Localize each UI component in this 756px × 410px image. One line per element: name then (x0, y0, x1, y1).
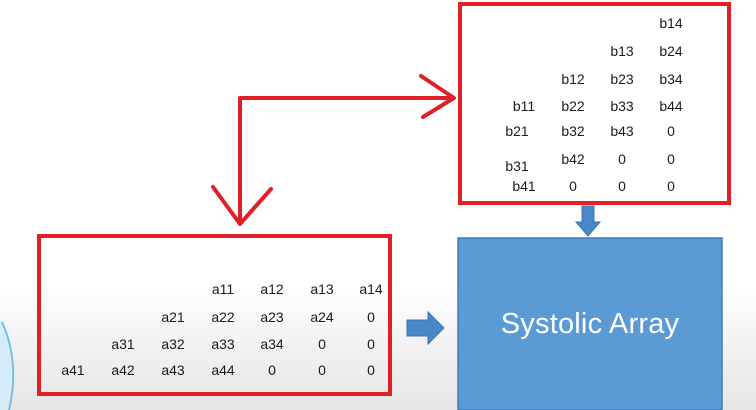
matrix_a-cell: a32 (161, 336, 185, 352)
matrix_a-cell: 0 (268, 362, 276, 378)
matrix_b-cell: b34 (659, 71, 683, 87)
matrix_b-cell: b22 (561, 98, 585, 114)
matrix_b-cell: 0 (618, 151, 626, 167)
matrix_a-cell: a24 (310, 309, 334, 325)
matrix_a-cell: 0 (367, 362, 375, 378)
matrix_a-cell: a43 (161, 362, 185, 378)
matrix_b-cell: b41 (512, 178, 536, 194)
matrix_a-cell: 0 (318, 362, 326, 378)
matrix_b-cell: 0 (569, 178, 577, 194)
matrix_a-cell: 0 (367, 309, 375, 325)
matrix_b-cell: b42 (561, 151, 585, 167)
matrix_a-cell: a44 (211, 362, 235, 378)
matrix_a-cell: a11 (211, 281, 235, 297)
matrix_a-cell: a33 (211, 336, 235, 352)
matrix_b-cell: b32 (561, 123, 585, 139)
decorative-arc-edge (1, 321, 15, 410)
matrix-b-frame (458, 2, 731, 205)
matrix_a-cell: 0 (367, 336, 375, 352)
matrix_b-cell: b24 (659, 43, 683, 59)
matrix_b-cell: b14 (659, 15, 683, 31)
matrix_a-cell: a14 (359, 281, 383, 297)
decorative-arc (0, 318, 11, 410)
red-connector-arrow (211, 74, 456, 226)
matrix_b-cell: b21 (505, 123, 529, 139)
matrix_b-cell: b12 (561, 71, 585, 87)
matrix_b-cell: b31 (505, 158, 529, 174)
matrix_a-cell: a22 (211, 309, 235, 325)
matrix_b-cell: 0 (667, 123, 675, 139)
matrix_a-cell: a41 (61, 362, 85, 378)
matrix-a-frame (37, 234, 392, 396)
matrix_a-cell: a21 (161, 309, 185, 325)
matrix_a-cell: 0 (318, 336, 326, 352)
matrix_a-cell: a23 (260, 309, 284, 325)
matrix_b-cell: b33 (610, 98, 634, 114)
matrix_a-cell: a13 (310, 281, 334, 297)
matrix_a-cell: a42 (111, 362, 135, 378)
matrix_b-cell: 0 (667, 178, 675, 194)
matrix_b-cell: b44 (659, 98, 683, 114)
matrix_b-cell: 0 (618, 178, 626, 194)
blue-arrow-down (574, 205, 602, 237)
matrix_b-cell: b23 (610, 71, 634, 87)
blue-arrow-right (406, 310, 445, 346)
matrix_a-cell: a12 (260, 281, 284, 297)
matrix_b-cell: 0 (667, 151, 675, 167)
matrix_b-cell: b43 (610, 123, 634, 139)
matrix_a-cell: a34 (260, 336, 284, 352)
matrix_b-cell: b11 (512, 98, 536, 114)
systolic-array-label: Systolic Array (500, 307, 680, 340)
matrix_b-cell: b13 (610, 43, 634, 59)
systolic-array-block (457, 237, 723, 410)
matrix_a-cell: a31 (111, 336, 135, 352)
